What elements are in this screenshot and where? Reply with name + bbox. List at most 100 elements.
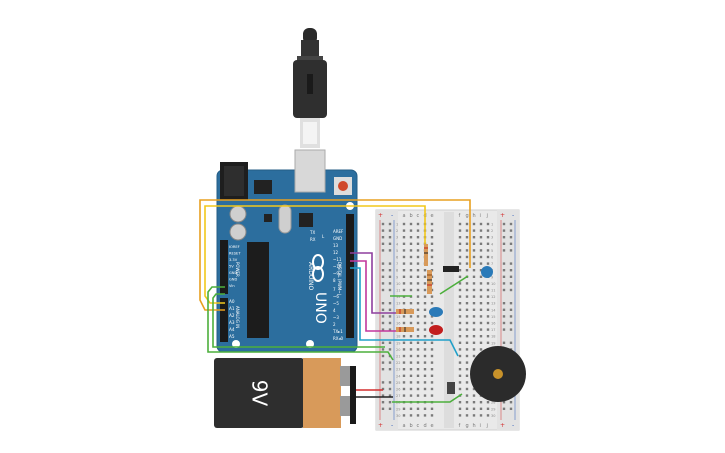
breadboard-hole[interactable] (416, 249, 420, 252)
rail-hole[interactable] (388, 249, 392, 252)
breadboard-hole[interactable] (423, 275, 427, 278)
breadboard-hole[interactable] (409, 387, 413, 391)
breadboard-hole[interactable] (472, 249, 476, 252)
breadboard-hole[interactable] (409, 361, 413, 364)
breadboard-hole[interactable] (472, 407, 476, 410)
breadboard-hole[interactable] (458, 321, 462, 325)
breadboard-hole[interactable] (409, 407, 413, 410)
breadboard-hole[interactable] (430, 361, 434, 364)
breadboard-hole[interactable] (402, 255, 406, 259)
usb-cable-icon[interactable] (293, 28, 327, 148)
breadboard-hole[interactable] (458, 361, 462, 364)
photoresistor-icon[interactable] (424, 244, 428, 266)
breadboard-hole[interactable] (402, 288, 406, 292)
breadboard-hole[interactable] (472, 282, 476, 285)
rail-hole[interactable] (388, 328, 392, 331)
breadboard-hole[interactable] (430, 255, 434, 259)
breadboard-hole[interactable] (465, 361, 469, 364)
breadboard-hole[interactable] (416, 295, 420, 298)
rail-hole[interactable] (388, 275, 392, 278)
breadboard-hole[interactable] (479, 321, 483, 325)
breadboard-hole[interactable] (430, 335, 434, 338)
breadboard-hole[interactable] (458, 368, 462, 371)
breadboard-hole[interactable] (402, 374, 406, 377)
rail-hole[interactable] (381, 387, 385, 391)
breadboard-hole[interactable] (479, 269, 483, 272)
breadboard-hole[interactable] (458, 341, 462, 344)
rail-hole[interactable] (388, 288, 392, 292)
breadboard-hole[interactable] (472, 269, 476, 272)
breadboard-hole[interactable] (402, 361, 406, 364)
breadboard-hole[interactable] (402, 275, 406, 278)
breadboard-hole[interactable] (423, 302, 427, 305)
breadboard-hole[interactable] (472, 341, 476, 344)
rail-hole[interactable] (381, 401, 385, 404)
rail-hole[interactable] (502, 229, 506, 232)
rail-hole[interactable] (381, 282, 385, 285)
breadboard-hole[interactable] (402, 321, 406, 325)
breadboard-hole[interactable] (465, 387, 469, 391)
rail-hole[interactable] (509, 282, 513, 285)
breadboard-hole[interactable] (409, 341, 413, 344)
breadboard-hole[interactable] (479, 341, 483, 344)
breadboard-hole[interactable] (486, 262, 490, 265)
rail-hole[interactable] (388, 394, 392, 397)
breadboard-hole[interactable] (423, 328, 427, 331)
breadboard-hole[interactable] (402, 282, 406, 285)
rail-hole[interactable] (509, 328, 513, 331)
breadboard-hole[interactable] (479, 308, 483, 311)
rail-hole[interactable] (502, 222, 506, 226)
breadboard-hole[interactable] (458, 229, 462, 232)
led-icon[interactable] (429, 307, 443, 317)
breadboard-hole[interactable] (472, 354, 476, 358)
breadboard-hole[interactable] (423, 348, 427, 351)
breadboard-hole[interactable] (416, 321, 420, 325)
breadboard-hole[interactable] (486, 242, 490, 245)
breadboard-hole[interactable] (423, 368, 427, 371)
breadboard-hole[interactable] (416, 354, 420, 358)
breadboard-hole[interactable] (416, 328, 420, 331)
breadboard-hole[interactable] (472, 315, 476, 318)
rail-hole[interactable] (381, 308, 385, 311)
rail-hole[interactable] (388, 341, 392, 344)
rail-hole[interactable] (388, 262, 392, 265)
breadboard-hole[interactable] (430, 321, 434, 325)
breadboard-hole[interactable] (465, 335, 469, 338)
breadboard-hole[interactable] (486, 321, 490, 325)
breadboard-hole[interactable] (402, 236, 406, 239)
rail-hole[interactable] (502, 328, 506, 331)
breadboard-hole[interactable] (416, 341, 420, 344)
breadboard-hole[interactable] (465, 295, 469, 298)
rail-hole[interactable] (509, 249, 513, 252)
breadboard-hole[interactable] (430, 236, 434, 239)
breadboard-hole[interactable] (402, 302, 406, 305)
rail-hole[interactable] (509, 341, 513, 344)
rail-hole[interactable] (502, 242, 506, 245)
breadboard-hole[interactable] (423, 354, 427, 358)
rail-hole[interactable] (381, 315, 385, 318)
breadboard-hole[interactable] (472, 229, 476, 232)
breadboard-hole[interactable] (479, 222, 483, 226)
breadboard-hole[interactable] (423, 295, 427, 298)
breadboard-hole[interactable] (458, 354, 462, 358)
breadboard-hole[interactable] (479, 262, 483, 265)
breadboard-hole[interactable] (465, 328, 469, 331)
breadboard-hole[interactable] (409, 368, 413, 371)
breadboard-hole[interactable] (479, 249, 483, 252)
rail-hole[interactable] (509, 315, 513, 318)
breadboard-hole[interactable] (479, 295, 483, 298)
breadboard-hole[interactable] (416, 407, 420, 410)
breadboard-hole[interactable] (479, 335, 483, 338)
breadboard-hole[interactable] (479, 414, 483, 417)
breadboard-hole[interactable] (402, 269, 406, 272)
rail-hole[interactable] (381, 236, 385, 239)
rail-hole[interactable] (381, 242, 385, 245)
breadboard-hole[interactable] (486, 229, 490, 232)
rail-hole[interactable] (502, 401, 506, 404)
breadboard-hole[interactable] (423, 308, 427, 311)
breadboard-hole[interactable] (486, 335, 490, 338)
breadboard-hole[interactable] (465, 354, 469, 358)
capacitor-icon[interactable] (443, 266, 459, 272)
arduino-board-icon[interactable]: ARDUINO UNO DIGITAL (PWM~) POWER ANALOG … (216, 149, 358, 353)
